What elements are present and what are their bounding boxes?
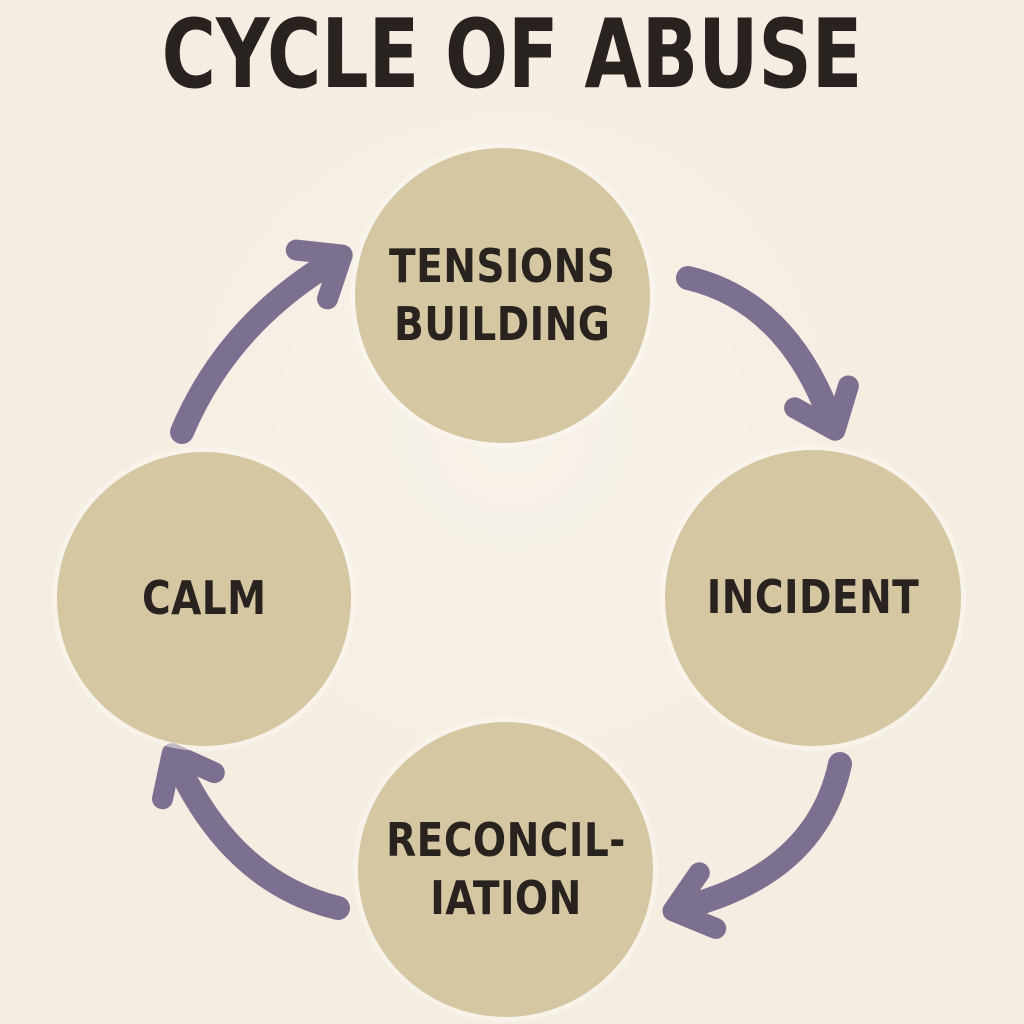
node-label-line: CALM — [141, 571, 267, 626]
node-label: TENSIONS BUILDING — [389, 238, 615, 352]
arrow-calm-to-tensions-icon — [170, 239, 353, 444]
node-tensions-building: TENSIONS BUILDING — [355, 148, 650, 443]
node-label-line: IATION — [429, 870, 582, 925]
arrow-reconciliation-to-calm-icon — [152, 743, 350, 920]
arrow-tensions-to-incident-icon — [676, 266, 859, 441]
page-title: CYCLE OF ABUSE — [161, 0, 863, 110]
node-label-line: RECONCIL- — [385, 813, 626, 868]
node-label-line: BUILDING — [394, 296, 611, 351]
node-reconciliation: RECONCIL- IATION — [358, 722, 653, 1017]
node-label-line: TENSIONS — [389, 239, 616, 294]
node-label-line: INCIDENT — [706, 570, 920, 625]
node-calm: CALM — [57, 452, 351, 746]
node-label: RECONCIL- IATION — [386, 812, 626, 926]
node-incident: INCIDENT — [665, 450, 961, 746]
arrow-incident-to-reconciliation-icon — [662, 752, 852, 939]
node-label: INCIDENT — [707, 569, 919, 626]
node-label: CALM — [142, 570, 266, 627]
